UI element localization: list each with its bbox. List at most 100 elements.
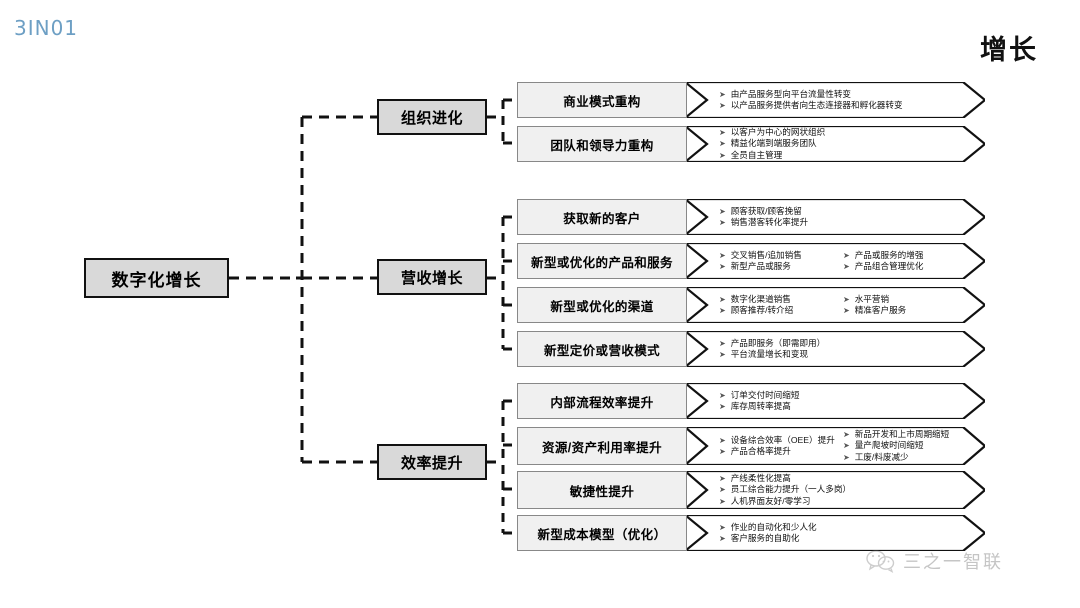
initiative-bullet: ➤ 订单交付时间缩短 [719, 390, 869, 402]
initiative-bullet-text: 订单交付时间缩短 [730, 389, 800, 400]
initiative-row[interactable]: 商业模式重构➤由产品服务型向平台流量性转变➤以产品服务提供者向生态连接器和孵化器… [517, 82, 985, 118]
initiative-bullet-text: 交叉销售/追加销售 [730, 249, 802, 260]
initiative-label: 团队和领导力重构 [517, 126, 687, 162]
bullet-arrow-icon: ➤ [843, 262, 850, 271]
initiative-bullet-text: 人机界面友好/零学习 [730, 495, 811, 506]
initiative-label: 内部流程效率提升 [517, 383, 687, 419]
initiative-bullet: ➤产品即服务（即需即用） [719, 338, 869, 350]
bullet-arrow-icon: ➤ [719, 127, 726, 137]
initiative-bullet-text: 工废/料废减少 [854, 451, 909, 462]
initiative-label: 新型或优化的渠道 [517, 287, 687, 323]
initiative-bullet: ➤量产爬坡时间缩短 [843, 440, 967, 452]
initiative-row[interactable]: 获取新的客户 ➤ 顾客获取/顾客挽留➤销售潜客转化率提升 [517, 199, 985, 235]
initiative-bullet-text: 新型产品或服务 [730, 261, 791, 271]
initiative-bullet: ➤产线柔性化提高 [719, 473, 869, 485]
initiative-label: 敏捷性提升 [517, 471, 687, 509]
initiative-bullet: ➤员工综合能力提升（一人多岗） [719, 484, 869, 496]
initiative-bullet-text: 量产爬坡时间缩短 [854, 440, 924, 451]
initiative-bullet-text: 客户服务的自助化 [730, 533, 800, 543]
initiative-row[interactable]: 资源/资产利用率提升➤设备综合效率（OEE）提升➤产品合格率提升➤新品开发和上市… [517, 427, 985, 465]
initiative-bullet: ➤顾客推荐/转介绍 [719, 305, 843, 317]
initiative-bullet: ➤ 顾客获取/顾客挽留 [719, 206, 869, 218]
initiative-bullet: ➤以产品服务提供者向生态连接器和孵化器转变 [719, 100, 903, 112]
page-title: 增长 [980, 35, 1038, 65]
initiative-detail-chevron: ➤ 作业的自动化和少人化➤客户服务的自助化 [685, 515, 985, 551]
initiative-bullet: ➤全员自主管理 [719, 150, 869, 162]
initiative-bullet: ➤产品或服务的增强 [843, 250, 967, 262]
bullet-arrow-icon: ➤ [719, 350, 726, 359]
initiative-bullet: ➤新型产品或服务 [719, 261, 843, 273]
watermark-text: 三之一智联 [903, 552, 1003, 572]
initiative-bullet: ➤ 作业的自动化和少人化 [719, 522, 869, 534]
initiative-bullet-text: 作业的自动化和少人化 [730, 521, 817, 532]
initiative-bullet: ➤精准客户服务 [843, 305, 967, 317]
bullet-arrow-icon: ➤ [843, 429, 850, 439]
initiative-bullet-text: 产品组合管理优化 [854, 261, 924, 271]
initiative-label: 新型成本模型（优化） [517, 515, 687, 551]
initiative-label: 获取新的客户 [517, 199, 687, 235]
bullet-arrow-icon: ➤ [719, 206, 726, 216]
bullet-arrow-icon: ➤ [843, 250, 850, 260]
bullet-arrow-icon: ➤ [719, 402, 726, 411]
initiative-row[interactable]: 内部流程效率提升 ➤ 订单交付时间缩短 ➤ 库存周转率提高 [517, 383, 985, 419]
bullet-arrow-icon: ➤ [719, 485, 726, 495]
initiative-bullet: ➤人机界面友好/零学习 [719, 496, 869, 508]
root-node-label: 数字化增长 [111, 270, 202, 290]
initiative-bullet-text: 水平营销 [854, 293, 890, 304]
initiative-row[interactable]: 团队和领导力重构➤以客户为中心的网状组织➤精益化端到端服务团队➤全员自主管理 [517, 126, 985, 162]
bullet-arrow-icon: ➤ [719, 139, 726, 149]
branch-node-label: 效率提升 [400, 454, 463, 472]
brand-logo: 3IN01 [14, 16, 79, 40]
bullet-arrow-icon: ➤ [719, 294, 726, 304]
bullet-arrow-icon: ➤ [719, 522, 726, 532]
initiative-detail-chevron: ➤由产品服务型向平台流量性转变➤以产品服务提供者向生态连接器和孵化器转变 [685, 82, 985, 118]
initiative-row[interactable]: 新型或优化的渠道 ➤ 数字化渠道销售➤顾客推荐/转介绍➤ 水平营销➤精准客户服务 [517, 287, 985, 323]
branch-node-organization[interactable]: 组织进化 [377, 99, 487, 135]
initiative-bullet-text: 设备综合效率（OEE）提升 [730, 434, 835, 445]
initiative-bullet-text: 产品合格率提升 [730, 446, 791, 456]
initiative-row[interactable]: 敏捷性提升➤产线柔性化提高➤员工综合能力提升（一人多岗）➤人机界面友好/零学习 [517, 471, 985, 509]
root-node[interactable]: 数字化增长 [84, 258, 229, 298]
initiative-row[interactable]: 新型或优化的产品和服务➤交叉销售/追加销售➤新型产品或服务➤产品或服务的增强➤产… [517, 243, 985, 279]
bullet-arrow-icon: ➤ [843, 306, 850, 315]
initiative-bullet: ➤以客户为中心的网状组织 [719, 127, 869, 139]
initiative-bullet: ➤由产品服务型向平台流量性转变 [719, 89, 869, 101]
initiative-detail-chevron: ➤ 订单交付时间缩短 ➤ 库存周转率提高 [685, 383, 985, 419]
initiative-bullet: ➤产品合格率提升 [719, 446, 843, 458]
initiative-bullet-text: 顾客获取/顾客挽留 [730, 205, 802, 216]
initiative-bullet: ➤ 交叉销售/追加销售 [719, 250, 843, 262]
watermark: 三之一智联 [866, 548, 1003, 574]
bullet-arrow-icon: ➤ [719, 390, 726, 400]
initiative-bullet: ➤新品开发和上市周期缩短 [843, 429, 967, 441]
initiative-bullet: ➤ 数字化渠道销售 [719, 294, 843, 306]
initiative-bullet: ➤客户服务的自助化 [719, 533, 869, 545]
branch-node-revenue[interactable]: 营收增长 [377, 259, 487, 295]
initiative-label: 商业模式重构 [517, 82, 687, 118]
bullet-arrow-icon: ➤ [719, 89, 726, 99]
wechat-icon [866, 550, 895, 573]
initiative-bullet-text: 销售潜客转化率提升 [730, 217, 809, 227]
initiative-bullet: ➤ 产品组合管理优化 [843, 261, 967, 273]
initiative-bullet: ➤ 工废/料废减少 [843, 452, 967, 464]
branch-node-label: 组织进化 [400, 109, 463, 127]
initiative-detail-chevron: ➤设备综合效率（OEE）提升➤产品合格率提升➤新品开发和上市周期缩短➤量产爬坡时… [685, 427, 985, 465]
bullet-arrow-icon: ➤ [719, 306, 726, 315]
initiative-bullet-text: 数字化渠道销售 [730, 293, 791, 304]
bullet-arrow-icon: ➤ [843, 452, 850, 462]
initiative-row[interactable]: 新型成本模型（优化） ➤ 作业的自动化和少人化➤客户服务的自助化 [517, 515, 985, 551]
initiative-bullet: ➤ 平台流量增长和变现 [719, 349, 869, 361]
initiative-bullet-text: 平台流量增长和变现 [730, 349, 809, 359]
initiative-detail-chevron: ➤以客户为中心的网状组织➤精益化端到端服务团队➤全员自主管理 [685, 126, 985, 162]
initiative-bullet-text: 精益化端到端服务团队 [730, 138, 817, 149]
initiative-bullet: ➤设备综合效率（OEE）提升 [719, 435, 843, 447]
initiative-bullet-text: 产线柔性化提高 [730, 472, 791, 483]
initiative-bullet-text: 全员自主管理 [730, 149, 783, 160]
initiative-row[interactable]: 新型定价或营收模式➤产品即服务（即需即用）➤平台流量增长和变现 [517, 331, 985, 367]
bullet-arrow-icon: ➤ [719, 250, 726, 260]
initiative-bullet: ➤ 库存周转率提高 [719, 401, 869, 413]
initiative-bullet-text: 库存周转率提高 [730, 401, 791, 411]
initiative-bullet: ➤销售潜客转化率提升 [719, 217, 869, 229]
branch-node-efficiency[interactable]: 效率提升 [377, 444, 487, 480]
initiative-bullet-text: 以产品服务提供者向生态连接器和孵化器转变 [730, 100, 903, 110]
initiative-detail-chevron: ➤产线柔性化提高➤员工综合能力提升（一人多岗）➤人机界面友好/零学习 [685, 471, 985, 509]
